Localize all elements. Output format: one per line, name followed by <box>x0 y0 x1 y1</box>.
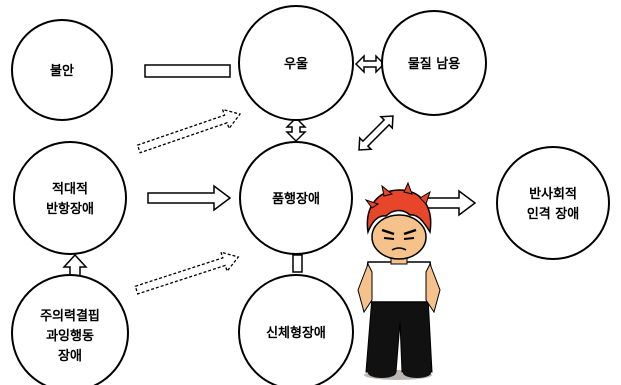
depression-substance-arrow <box>354 54 386 74</box>
depression-conduct-arrow <box>285 116 307 143</box>
node-odd-label-2: 반항장애 <box>46 201 94 217</box>
node-substance-abuse: 물질 남용 <box>381 10 487 116</box>
angry-boy-illustration <box>357 181 441 380</box>
node-somatoform-label: 신체형장애 <box>266 325 326 341</box>
node-adhd-label-3: 장애 <box>58 348 82 364</box>
node-antisocial-label-1: 반사회적 <box>529 186 577 202</box>
node-antisocial: 반사회적 인격 장애 <box>496 146 610 260</box>
adhd-conduct-dashed-arrow <box>134 251 240 295</box>
adhd-odd-arrow <box>62 253 88 278</box>
node-depression-label: 우울 <box>284 56 308 72</box>
node-somatoform: 신체형장애 <box>238 274 354 385</box>
anxiety-depression-link <box>144 64 231 78</box>
node-adhd-label-1: 주의력결핍 <box>40 308 100 324</box>
node-depression: 우울 <box>238 5 354 121</box>
somatoform-conduct-link <box>292 254 303 273</box>
node-adhd: 주의력결핍 과잉행동 장애 <box>11 274 129 385</box>
node-adhd-label-2: 과잉행동 <box>46 328 94 344</box>
odd-conduct-arrow <box>147 184 232 212</box>
odd-depression-dashed-arrow <box>136 108 242 154</box>
node-odd-label-1: 적대적 <box>52 181 88 197</box>
conduct-substance-arrow <box>358 115 394 151</box>
node-conduct-disorder-label: 품행장애 <box>272 191 320 207</box>
node-anxiety: 불안 <box>11 19 113 121</box>
node-antisocial-label-2: 인격 장애 <box>527 206 579 222</box>
node-anxiety-label: 불안 <box>50 63 74 79</box>
node-odd: 적대적 반항장애 <box>13 141 127 255</box>
node-substance-abuse-label: 물질 남용 <box>408 56 460 72</box>
node-conduct-disorder: 품행장애 <box>239 141 353 255</box>
